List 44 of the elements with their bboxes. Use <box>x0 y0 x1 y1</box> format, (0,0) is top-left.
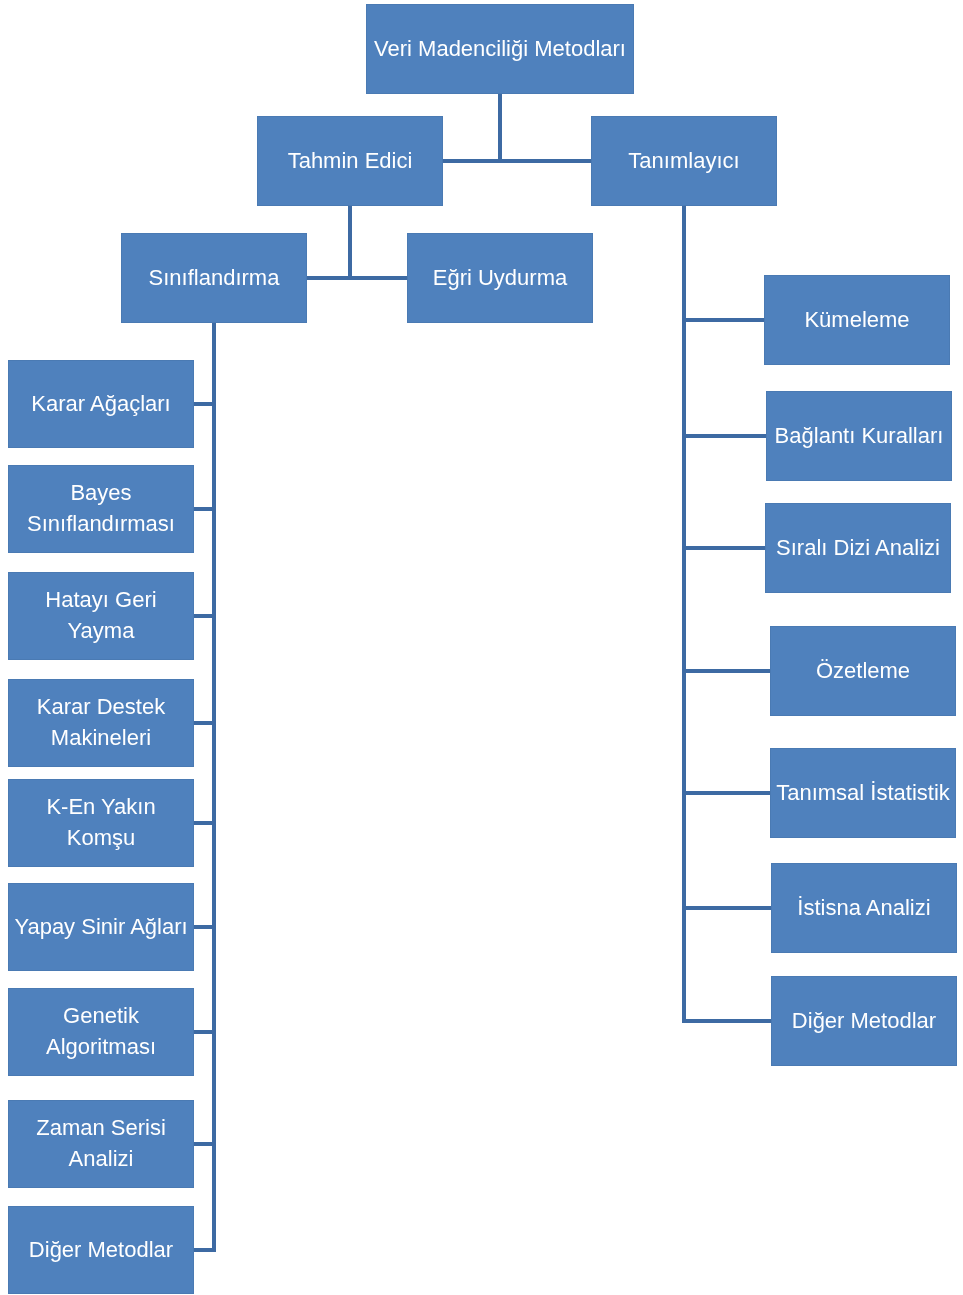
category-box <box>765 503 951 593</box>
box-label: Özetleme <box>815 656 911 685</box>
box-label: Veri Madenciliği Metodları <box>374 34 626 63</box>
category-box <box>8 572 194 660</box>
box-label: Hatayı Geri Yayma <box>44 586 158 645</box>
box-label: Eğri Uydurma <box>432 263 568 292</box>
category-box <box>257 116 443 206</box>
category-box <box>366 4 634 94</box>
box-label: Tahmin Edici <box>287 146 413 175</box>
box-label: Diğer Metodlar <box>28 1235 174 1264</box>
connector-line <box>348 206 407 280</box>
connector-line <box>498 94 591 163</box>
box-label: Kümeleme <box>804 305 910 334</box>
category-box <box>8 883 194 971</box>
category-box <box>8 1100 194 1188</box>
category-box <box>771 976 957 1066</box>
box-label: İstisna Analizi <box>797 893 931 922</box>
category-box <box>8 1206 194 1294</box>
box-label: Diğer Metodlar <box>791 1006 937 1035</box>
box-label: Bağlantı Kuralları <box>774 421 944 450</box>
category-box <box>591 116 777 206</box>
category-box <box>770 748 956 838</box>
box-label: Sınıflandırma <box>148 263 280 292</box>
box-label: Genetik Algoritması <box>44 1002 157 1061</box>
box-label: Karar Ağaçları <box>31 389 171 418</box>
category-box <box>771 863 957 953</box>
category-box <box>764 275 950 365</box>
category-box <box>8 465 194 553</box>
box-label: Yapay Sinir Ağları <box>14 912 188 941</box>
box-label: Bayes Sınıflandırması <box>26 479 176 538</box>
box-label: Sıralı Dizi Analizi <box>776 533 940 562</box>
category-box <box>8 679 194 767</box>
category-box <box>8 988 194 1076</box>
box-label: Karar Destek Makineleri <box>35 693 167 752</box>
category-box <box>407 233 593 323</box>
box-label: Tanımlayıcı <box>628 146 740 175</box>
category-box <box>770 626 956 716</box>
category-box <box>766 391 952 481</box>
box-label: Zaman Serisi Analizi <box>35 1114 167 1173</box>
category-box <box>121 233 307 323</box>
category-box <box>8 779 194 867</box>
box-label: Tanımsal İstatistik <box>776 778 950 807</box>
category-box <box>8 360 194 448</box>
box-label: K-En Yakın Komşu <box>45 793 157 852</box>
